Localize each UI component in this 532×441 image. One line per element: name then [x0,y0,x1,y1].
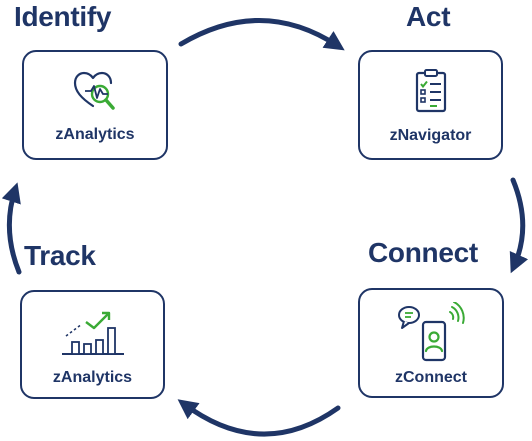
product-name-act: zNavigator [389,127,472,144]
mobile-chat-icon [395,301,467,369]
arrow-track-to-identify [1,182,22,275]
product-name-track: zAnalytics [52,369,133,386]
product-card-identify: zAnalytics [22,50,168,160]
stage-title-act: Act [406,1,451,32]
bar-trend-chart-icon [60,306,126,363]
product-name-identify: zAnalytics [55,126,135,143]
product-name-connect: zConnect [395,369,467,386]
arrow-connect-to-track [177,399,341,437]
stage-title-connect: Connect [368,237,478,268]
product-card-track: zAnalytics [20,290,165,399]
product-card-connect: zConnect [358,288,504,398]
heart-magnifier-icon [67,68,123,121]
stage-title-track: Track [24,240,96,271]
clipboard-checklist-icon [413,68,449,119]
arrow-act-to-connect [509,177,529,274]
stage-title-identify: Identify [14,1,112,32]
arrow-identify-to-act [178,18,345,51]
product-card-act: zNavigator [358,50,503,160]
